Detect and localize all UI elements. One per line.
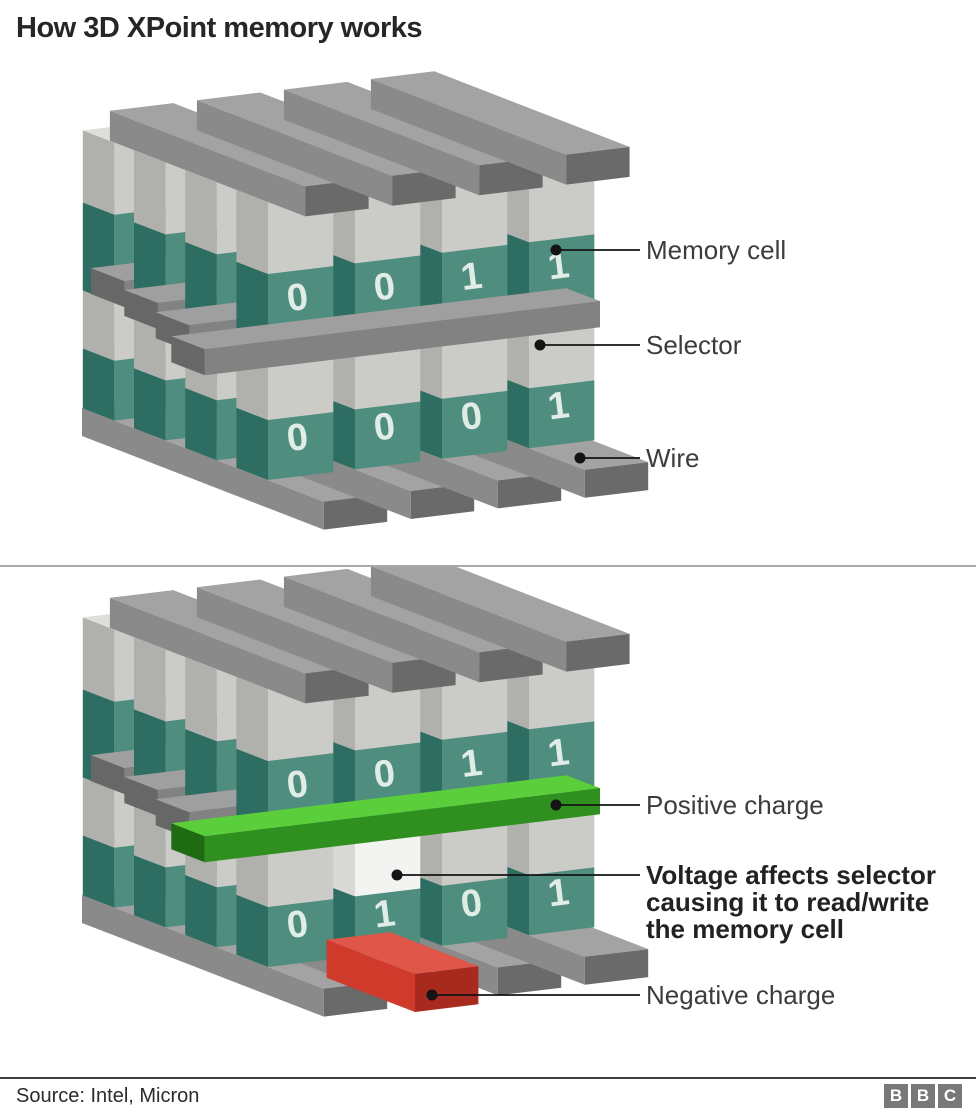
memory-bit-bottom: 0 [458, 395, 484, 439]
selector-side [236, 189, 268, 274]
memory-bit-bottom: 0 [371, 405, 397, 449]
top-wire-front [566, 146, 630, 185]
top-wire-side [370, 79, 567, 185]
top-wire-side [109, 110, 306, 217]
voltage-label-line3: the memory cell [646, 914, 844, 944]
source-credit: Source: Intel, Micron [16, 1084, 200, 1107]
memory-cell-front [529, 867, 595, 936]
top-wire-side [196, 100, 393, 206]
page-title: How 3D XPoint memory works [16, 12, 423, 44]
selector-pointer-dot [534, 339, 546, 351]
top-wire-front [566, 633, 630, 672]
selector-label: Selector [646, 330, 742, 360]
memory-cell-side [82, 348, 115, 421]
diagram-operation: 0 0 0 1 1 0 1 1 Positive charge Voltage affects… [82, 567, 936, 1017]
memory-bit-top: 1 [458, 255, 484, 299]
memory-cell-side [134, 855, 166, 928]
memory-cell-pointer-dot [550, 244, 562, 256]
memory-cell-front [268, 899, 334, 967]
voltage-label-line1: Voltage affects selector [646, 860, 936, 890]
memory-cell-side [185, 875, 217, 948]
negative-charge-label: Negative charge [646, 980, 835, 1010]
bbc-logo-block-b2: B [911, 1084, 935, 1108]
negative-charge-pointer-dot [426, 989, 438, 1001]
selector-side [134, 150, 166, 235]
selector-side [185, 657, 217, 742]
memory-bit-top: 0 [371, 752, 397, 796]
memory-cell-side [134, 368, 166, 441]
bottom-wire-side [82, 895, 324, 1017]
voltage-label-line2: causing it to read/write [646, 887, 929, 917]
voltage-pointer-dot [391, 869, 403, 881]
selector-side [82, 617, 115, 702]
selector-side [82, 130, 115, 215]
middle-wire-front [204, 301, 601, 376]
selector-side [185, 170, 217, 255]
top-wire-side [283, 89, 480, 196]
bottom-wire-side [82, 408, 324, 530]
positive-wire-top [171, 775, 601, 837]
header: How 3D XPoint memory works [0, 0, 976, 56]
bottom-wire-front [584, 462, 649, 498]
top-wire-top [373, 567, 630, 642]
memory-bit-bottom: 0 [458, 882, 484, 926]
memory-bit-bottom: 1 [371, 892, 397, 936]
positive-wire-front [204, 788, 601, 863]
memory-bit-top: 0 [284, 276, 310, 320]
labels-structure: Memory cell Selector Wire [534, 235, 786, 473]
top-wire-side [196, 587, 393, 693]
wire-label: Wire [646, 443, 699, 473]
memory-cell-front [529, 380, 595, 449]
memory-cell-front [442, 877, 508, 946]
memory-cell-side [236, 407, 268, 480]
memory-bit-bottom: 0 [284, 903, 310, 947]
memory-bit-top: 1 [458, 742, 484, 786]
bottom-wire-front [584, 949, 649, 985]
positive-charge-label: Positive charge [646, 790, 824, 820]
memory-bit-top: 0 [371, 265, 397, 309]
middle-wire-top [171, 288, 601, 350]
bbc-logo: B B C [884, 1084, 962, 1108]
bbc-logo-block-b1: B [884, 1084, 908, 1108]
section-divider [0, 565, 976, 567]
selector-side [134, 637, 166, 722]
top-wire-top [370, 71, 630, 155]
memory-cell-label: Memory cell [646, 235, 786, 265]
middle-wire-side [91, 268, 125, 308]
memory-bit-top: 1 [545, 731, 571, 775]
negative-wire-top [326, 932, 479, 974]
negative-wire-side [326, 939, 415, 1012]
memory-cell-side [185, 388, 217, 461]
scene-operation: 0 0 0 1 1 0 1 1 [82, 567, 649, 1017]
footer: Source: Intel, Micron B B C [0, 1077, 976, 1113]
positive-charge-pointer-dot [550, 799, 562, 811]
memory-cell-front [442, 390, 508, 459]
memory-bit-top: 0 [284, 763, 310, 807]
top-wire-side [109, 597, 306, 704]
top-wire-side [283, 576, 480, 683]
memory-bit-bottom: 0 [284, 416, 310, 460]
wire-pointer-dot [574, 452, 586, 464]
negative-wire-front [415, 966, 479, 1012]
memory-bit-bottom: 1 [545, 384, 571, 428]
bbc-logo-block-c: C [938, 1084, 962, 1108]
top-wire-side [370, 567, 567, 672]
memory-bit-bottom: 1 [545, 871, 571, 915]
selector-side [236, 676, 268, 761]
memory-cell-front [268, 412, 334, 480]
memory-cell-side [82, 835, 115, 908]
memory-cell-side [236, 894, 268, 967]
memory-cell-front [355, 401, 421, 470]
middle-wire-side [91, 755, 125, 795]
labels-operation: Positive charge Voltage affects selector… [391, 790, 936, 1010]
